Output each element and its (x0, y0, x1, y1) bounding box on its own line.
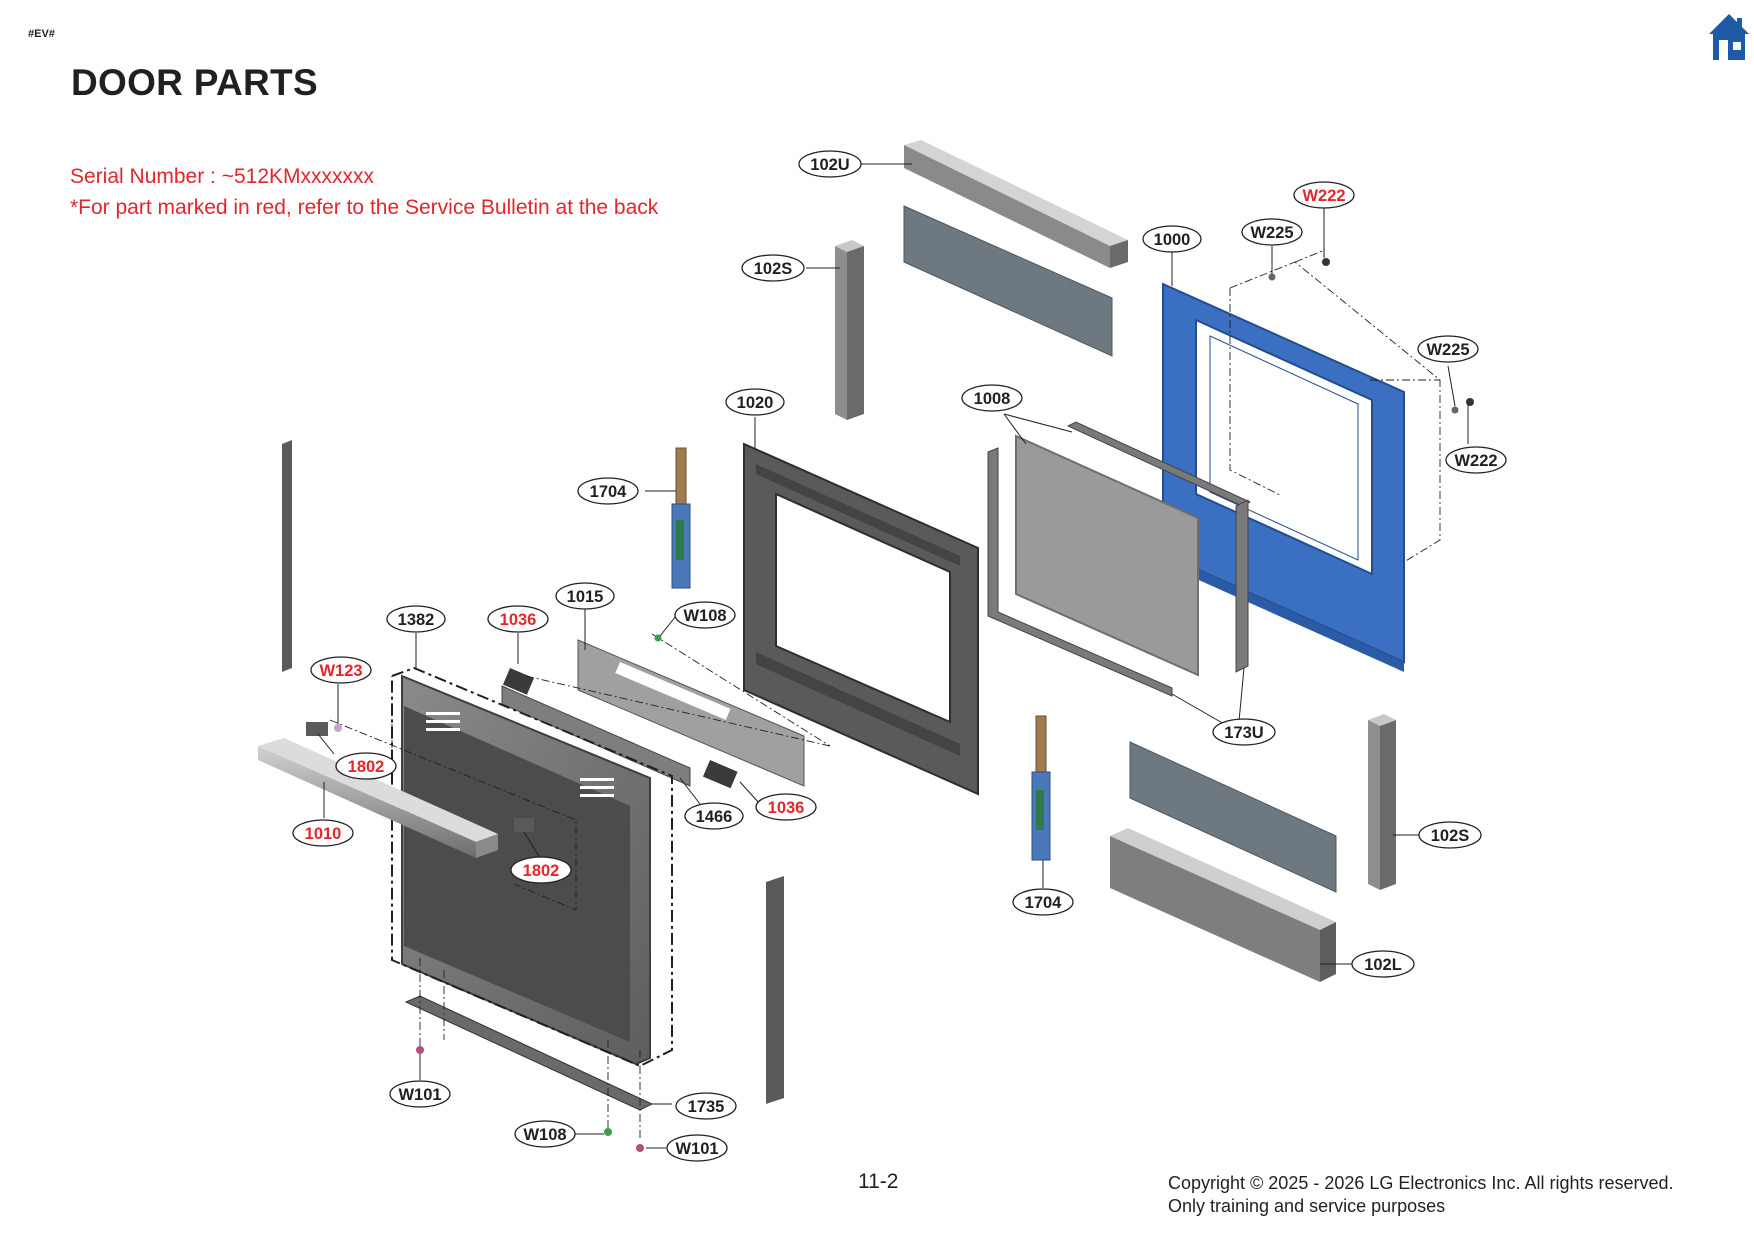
callout-1000: 1000 (1142, 225, 1202, 253)
part-1036-switch-lower (702, 760, 738, 789)
svg-text:W222: W222 (1302, 187, 1345, 205)
copyright-block: Copyright © 2025 - 2026 LG Electronics I… (1168, 1172, 1674, 1218)
callout-1036-lower: 1036 (755, 793, 817, 821)
callout-1704-lower: 1704 (1012, 888, 1074, 916)
callout-w101-left: W101 (389, 1080, 451, 1108)
serial-number-note: Serial Number : ~512KMxxxxxxx (70, 165, 375, 188)
screw-w108-bottom (604, 1128, 612, 1136)
callout-w123: W123 (310, 656, 372, 684)
svg-text:102S: 102S (754, 260, 793, 278)
home-icon (1709, 14, 1749, 60)
screw-w101-left (416, 1046, 424, 1054)
part-1000-blue-frame (1162, 282, 1405, 672)
callout-1466: 1466 (684, 802, 744, 830)
svg-text:1000: 1000 (1154, 231, 1191, 249)
svg-text:1466: 1466 (696, 808, 733, 826)
svg-text:1015: 1015 (567, 588, 604, 606)
svg-text:1735: 1735 (688, 1098, 725, 1116)
part-1802-clip-left (306, 722, 328, 736)
callout-1802-left: 1802 (335, 752, 397, 780)
leader-lines (317, 163, 1469, 1149)
copyright-line: Copyright © 2025 - 2026 LG Electronics I… (1168, 1173, 1674, 1193)
svg-text:W101: W101 (675, 1140, 718, 1158)
callout-1008: 1008 (961, 384, 1023, 412)
callout-1382: 1382 (386, 605, 446, 633)
callout-173u: 173U (1212, 718, 1276, 746)
svg-text:W108: W108 (683, 607, 726, 625)
callout-1735: 1735 (675, 1092, 737, 1120)
part-bottom-trim-strip (766, 876, 784, 1104)
part-173u-gasket (987, 421, 1252, 697)
bottom-guide-lines (419, 958, 641, 1140)
part-1802-clip-right (514, 818, 534, 832)
part-102s-right-post (1368, 714, 1396, 890)
service-bulletin-note: *For part marked in red, refer to the Se… (70, 196, 659, 219)
svg-text:W222: W222 (1454, 452, 1497, 470)
svg-text:1020: 1020 (737, 394, 774, 412)
part-1010-handle (258, 738, 498, 858)
callout-w222-right: W222 (1445, 446, 1507, 474)
part-insulation-panel-lower (1129, 741, 1337, 893)
callout-1704-upper: 1704 (577, 477, 639, 505)
svg-text:1802: 1802 (523, 862, 560, 880)
svg-text:W225: W225 (1426, 341, 1469, 359)
callout-1036-upper: 1036 (487, 605, 549, 633)
svg-text:1382: 1382 (398, 611, 435, 629)
screw-w101-right (636, 1144, 644, 1152)
part-1020-inner-door-frame (743, 442, 979, 796)
screw-w108-top (654, 634, 662, 642)
part-1008-inner-glass (1015, 434, 1199, 677)
svg-text:1704: 1704 (590, 483, 628, 501)
callout-w222-top: W222 (1293, 181, 1355, 209)
part-102l-bottom-bar (1110, 828, 1336, 982)
callout-w225-top: W225 (1241, 218, 1303, 246)
svg-text:W108: W108 (523, 1126, 566, 1144)
callout-w108-bottom: W108 (514, 1120, 576, 1148)
callout-1020: 1020 (725, 388, 785, 416)
svg-text:173U: 173U (1224, 724, 1263, 742)
svg-text:1036: 1036 (500, 611, 537, 629)
callout-102l: 102L (1351, 950, 1415, 978)
svg-text:W225: W225 (1250, 224, 1293, 242)
part-1015-control-bracket (577, 639, 805, 787)
part-1466-trim-bar (501, 685, 691, 787)
callout-102s-left: 102S (741, 254, 805, 282)
part-left-trim-strip (282, 440, 292, 672)
callout-1015: 1015 (555, 582, 615, 610)
svg-text:W123: W123 (319, 662, 362, 680)
callout-1010: 1010 (292, 819, 354, 847)
callout-w225-right: W225 (1417, 335, 1479, 363)
part-1704-hinge-lower (1031, 715, 1051, 861)
callout-w101-right: W101 (666, 1134, 728, 1162)
svg-text:1802: 1802 (348, 758, 385, 776)
svg-text:W101: W101 (398, 1086, 441, 1104)
callout-102u: 102U (798, 150, 862, 178)
callout-w108-top: W108 (674, 601, 736, 629)
callout-102s-right: 102S (1418, 821, 1482, 849)
svg-text:102U: 102U (810, 156, 849, 174)
svg-text:1704: 1704 (1025, 894, 1063, 912)
callout-1802-right: 1802 (510, 856, 572, 884)
ev-tag: #EV# (28, 28, 55, 40)
svg-text:102S: 102S (1431, 827, 1470, 845)
svg-text:102L: 102L (1364, 956, 1402, 974)
part-102u-top-bar (904, 140, 1128, 268)
home-button[interactable] (1707, 12, 1751, 62)
part-insulation-panel-upper (903, 205, 1113, 357)
page-number: 11-2 (858, 1170, 899, 1193)
usage-note: Only training and service purposes (1168, 1196, 1446, 1216)
svg-text:1010: 1010 (305, 825, 342, 843)
part-102s-left-post (835, 240, 864, 420)
screw-w123 (334, 724, 342, 732)
svg-text:1036: 1036 (768, 799, 805, 817)
page-title: DOOR PARTS (71, 62, 318, 103)
svg-text:1008: 1008 (974, 390, 1011, 408)
part-1036-switch-upper (502, 668, 534, 695)
frame-guide-lines (1229, 249, 1441, 563)
part-1704-hinge-upper (671, 447, 691, 589)
